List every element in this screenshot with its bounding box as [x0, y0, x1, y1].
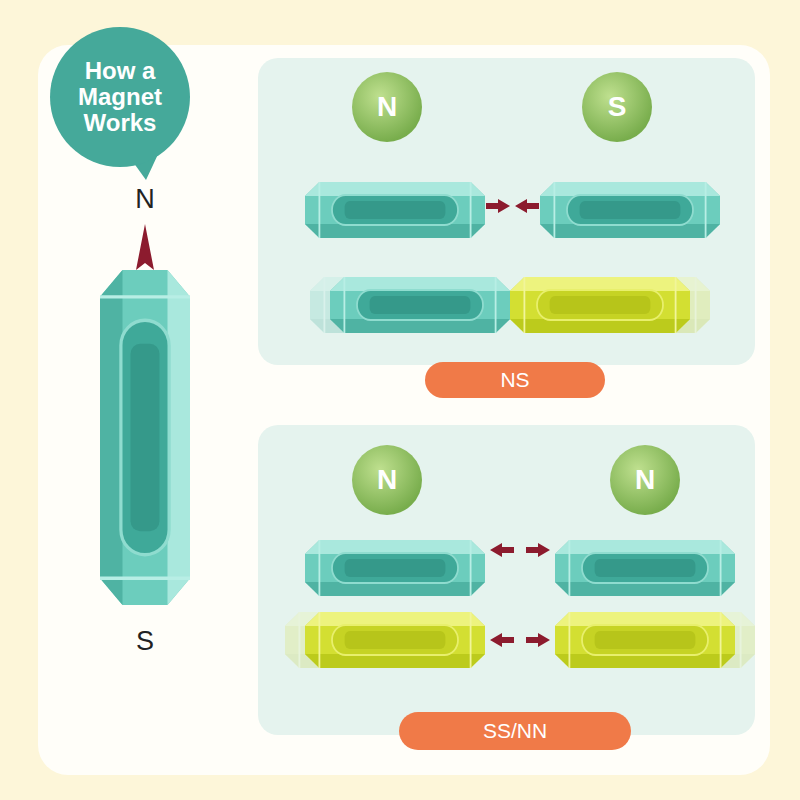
pole-letter: N	[635, 465, 655, 495]
magnet	[100, 270, 190, 605]
magnet	[510, 277, 690, 333]
speech-bubble: How a Magnet Works	[50, 27, 190, 167]
magnet	[555, 612, 735, 668]
magnet	[330, 277, 510, 333]
pole-ball: N	[352, 445, 422, 515]
caption-text: SS/NN	[483, 720, 547, 743]
magnet	[305, 540, 485, 596]
panel	[258, 58, 755, 365]
ball	[610, 445, 680, 515]
caption-text: NS	[500, 369, 529, 392]
pole-ball: N	[610, 445, 680, 515]
ball	[352, 445, 422, 515]
pole-label: N	[135, 184, 155, 215]
force-arrow	[526, 633, 550, 647]
magnet	[540, 182, 720, 238]
magnet	[305, 612, 485, 668]
north-arrow	[136, 224, 154, 270]
caption-pill: NS	[425, 362, 605, 398]
force-arrow	[490, 633, 514, 647]
pole-ball: N	[352, 72, 422, 142]
force-arrow	[515, 199, 539, 213]
pole-letter: S	[608, 92, 627, 122]
pole-letter: N	[377, 465, 397, 495]
force-arrow	[526, 543, 550, 557]
pole-letter: N	[377, 92, 397, 122]
ball	[352, 72, 422, 142]
force-arrow	[486, 199, 510, 213]
pole-label: S	[136, 626, 154, 657]
pole-ball: S	[582, 72, 652, 142]
ball	[582, 72, 652, 142]
magnet	[555, 540, 735, 596]
magnet	[305, 182, 485, 238]
heading-text: How a Magnet Works	[60, 58, 180, 136]
force-arrow	[490, 543, 514, 557]
bubble	[50, 27, 190, 167]
caption-pill: SS/NN	[399, 712, 631, 750]
panel	[258, 425, 755, 735]
